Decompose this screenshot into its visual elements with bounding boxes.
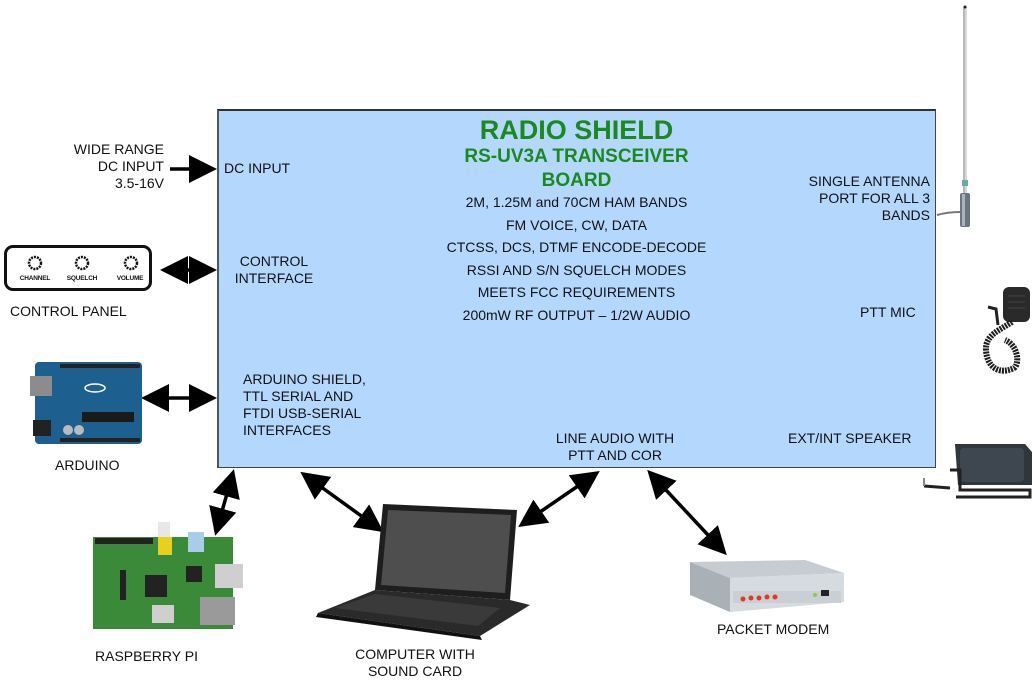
port-label-line: CONTROL xyxy=(239,253,309,269)
raspberry-pi-arrow xyxy=(209,469,240,536)
arduino-label: ARDUINO xyxy=(55,457,120,473)
board-subtitle-line2: BOARD xyxy=(541,170,612,191)
port-label-line: ARDUINO SHIELD, xyxy=(243,371,366,387)
laptop-icon xyxy=(316,504,530,640)
label-line: WIDE RANGE xyxy=(73,141,164,157)
label-line: DC INPUT xyxy=(97,158,164,174)
label-line: 3.5-16V xyxy=(114,175,164,191)
port-arduino-interfaces: ARDUINO SHIELD, TTL SERIAL AND FTDI USB-… xyxy=(243,371,366,439)
port-label-line: PTT AND COR xyxy=(568,447,662,463)
feature-item: FM VOICE, CW, DATA xyxy=(505,216,648,233)
speaker-icon xyxy=(923,444,1032,499)
board-features: 2M, 1.25M and 70CM HAM BANDS FM VOICE, C… xyxy=(217,191,936,326)
port-label-line: TTL SERIAL AND xyxy=(243,388,354,404)
port-label-line: PORT FOR ALL 3 xyxy=(818,190,930,206)
board-title: RADIO SHIELD xyxy=(479,115,674,145)
squelch-knob-icon xyxy=(74,255,90,271)
computer-arrow-right xyxy=(518,471,600,527)
raspberry-pi-label: RASPBERRY PI xyxy=(95,648,198,664)
label-line: COMPUTER WITH xyxy=(355,646,475,662)
packet-modem-arrow xyxy=(647,469,727,556)
port-label-line: INTERFACES xyxy=(243,422,331,438)
arduino-icon xyxy=(30,362,142,444)
label-line: SOUND CARD xyxy=(367,663,463,679)
volume-knob-icon xyxy=(123,255,139,271)
knobs xyxy=(27,255,139,271)
port-ptt-mic: PTT MIC xyxy=(860,304,916,320)
control-panel: CHANNEL SQUELCH VOLUME xyxy=(4,245,152,291)
board-subtitle-line1: RS-UV3A TRANSCEIVER xyxy=(464,146,689,167)
feature-item: MEETS FCC REQUIREMENTS xyxy=(477,284,676,300)
knob-label-squelch: SQUELCH xyxy=(66,275,98,282)
port-label-line: FTDI USB-SERIAL xyxy=(243,405,362,421)
port-label-line: INTERFACE xyxy=(234,270,314,286)
antenna-icon xyxy=(936,5,970,227)
radio-shield-board xyxy=(217,109,936,468)
control-panel-label: CONTROL PANEL xyxy=(10,303,127,319)
knob-label-channel: CHANNEL xyxy=(19,275,51,282)
feature-item: 2M, 1.25M and 70CM HAM BANDS xyxy=(465,194,688,210)
computer-label: COMPUTER WITH SOUND CARD xyxy=(340,646,490,680)
port-speaker: EXT/INT SPEAKER xyxy=(788,430,912,446)
feature-item: CTCSS, DCS, DTMF ENCODE-DECODE xyxy=(446,239,707,255)
ptt-mic-icon xyxy=(983,287,1030,374)
packet-modem-label: PACKET MODEM xyxy=(717,621,830,637)
port-label-line: LINE AUDIO WITH xyxy=(555,430,675,446)
port-line-audio: LINE AUDIO WITH PTT AND COR xyxy=(540,430,690,464)
port-label-line: BANDS xyxy=(881,207,930,223)
feature-item: 200mW RF OUTPUT – 1/2W AUDIO xyxy=(462,306,691,323)
raspberry-pi-icon xyxy=(93,522,243,629)
knob-label-volume: VOLUME xyxy=(116,275,144,282)
port-dc-input: DC INPUT xyxy=(224,160,291,176)
channel-knob-icon xyxy=(27,255,43,271)
feature-item: RSSI AND S/N SQUELCH MODES xyxy=(466,261,687,278)
port-control-interface: CONTROL INTERFACE xyxy=(226,253,322,287)
port-antenna: SINGLE ANTENNA PORT FOR ALL 3 BANDS xyxy=(780,173,930,224)
port-label-line: SINGLE ANTENNA xyxy=(808,173,930,189)
packet-modem-icon xyxy=(690,560,844,612)
computer-arrow-left xyxy=(300,471,384,533)
dc-supply-label: WIDE RANGE DC INPUT 3.5-16V xyxy=(40,141,164,192)
